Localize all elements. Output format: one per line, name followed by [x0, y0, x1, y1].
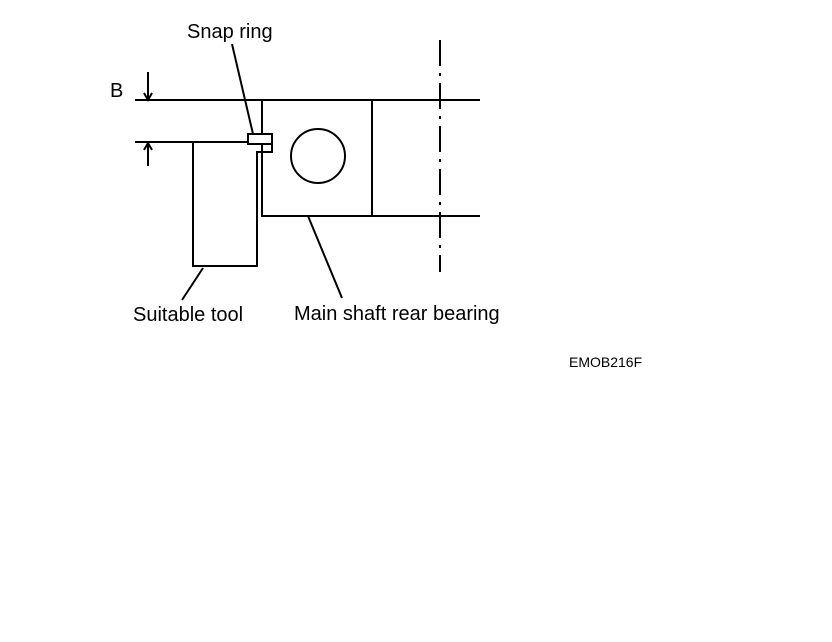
suitable-tool — [192, 141, 273, 267]
suitable-tool-label: Suitable tool — [133, 304, 243, 326]
bearing-label: Main shaft rear bearing — [294, 303, 500, 325]
bearing-race — [261, 99, 373, 217]
dimension-b-upper-arrowhead — [143, 92, 153, 103]
snap-ring-leader — [231, 43, 254, 135]
snap-ring-label: Snap ring — [187, 21, 273, 43]
dimension-b-lower-arrowhead — [143, 140, 153, 151]
dimension-b-label: B — [110, 80, 123, 102]
snap-ring — [247, 133, 273, 145]
figure-code: EMOB216F — [569, 354, 642, 370]
bearing-leader — [307, 215, 343, 299]
tool-leader — [181, 267, 204, 301]
bearing-ball — [290, 128, 346, 184]
